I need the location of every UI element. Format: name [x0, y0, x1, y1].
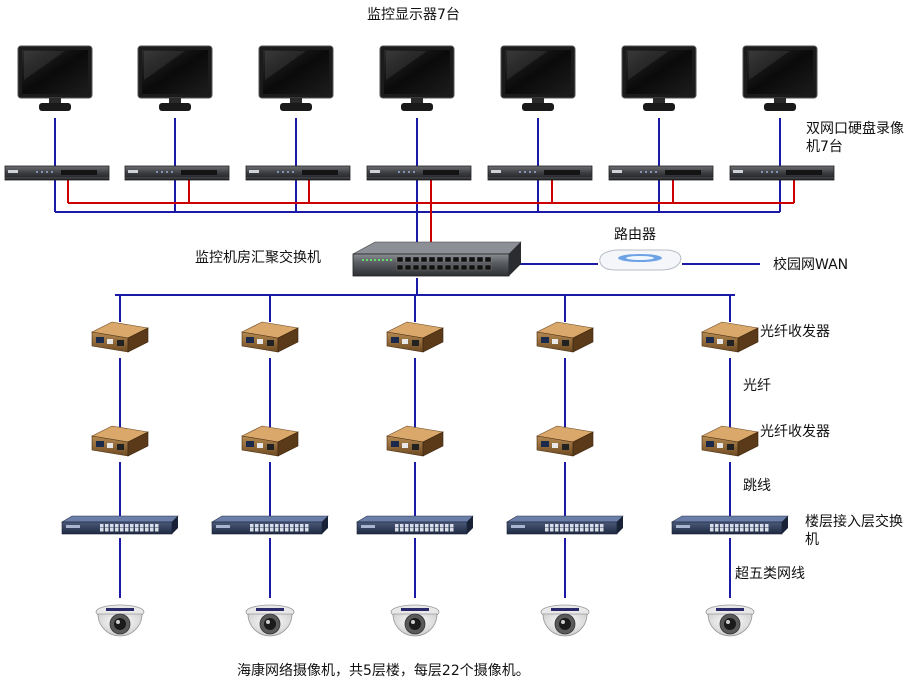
access-switch-icon: [355, 515, 474, 535]
dome-camera-icon: [390, 604, 440, 637]
dome-camera-icon: [705, 604, 755, 637]
router-label: 路由器: [614, 227, 656, 243]
dome-camera-icon: [540, 604, 590, 637]
fiber-transceiver-icon: [536, 321, 594, 353]
monitor-icon: [17, 45, 93, 111]
nvr-label: 双网口硬盘录像机7台: [806, 121, 904, 155]
router-icon: [599, 249, 682, 271]
fiber-transceiver-icon: [536, 425, 594, 457]
nvr-icon: [608, 165, 714, 181]
monitor-icon: [137, 45, 213, 111]
nvr-icon: [245, 165, 351, 181]
access-switch-icon: [505, 515, 624, 535]
transceiver-top-label: 光纤收发器: [760, 324, 830, 340]
dome-camera-icon: [95, 604, 145, 637]
nvr-icon: [729, 165, 835, 181]
patch-cable-label: 跳线: [743, 478, 771, 494]
core-switch-icon: [352, 241, 522, 277]
fiber-transceiver-icon: [241, 321, 299, 353]
fiber-transceiver-icon: [701, 425, 759, 457]
fiber-transceiver-icon: [701, 321, 759, 353]
nvr-icon: [4, 165, 110, 181]
devices: [4, 45, 835, 637]
access-switch-icon: [670, 515, 789, 535]
monitors-title: 监控显示器7台: [367, 7, 460, 23]
access-switch-icon: [60, 515, 179, 535]
fiber-transceiver-icon: [386, 425, 444, 457]
access-switch-icon: [210, 515, 329, 535]
monitor-icon: [742, 45, 818, 111]
cat5e-label: 超五类网线: [735, 566, 805, 582]
core-switch-label: 监控机房汇聚交换机: [195, 250, 321, 266]
monitor-icon: [258, 45, 334, 111]
wan-label: 校园网WAN: [773, 257, 849, 273]
fiber-transceiver-icon: [91, 321, 149, 353]
transceiver-bottom-label: 光纤收发器: [760, 424, 830, 440]
monitor-icon: [379, 45, 455, 111]
nvr-icon: [366, 165, 472, 181]
nvr-icon: [124, 165, 230, 181]
dome-camera-icon: [245, 604, 295, 637]
monitor-icon: [621, 45, 697, 111]
footer-caption: 海康网络摄像机，共5层楼，每层22个摄像机。: [237, 663, 530, 679]
fiber-transceiver-icon: [91, 425, 149, 457]
fiber-transceiver-icon: [241, 425, 299, 457]
fiber-transceiver-icon: [386, 321, 444, 353]
monitor-icon: [500, 45, 576, 111]
access-switch-label: 楼层接入层交换机: [805, 514, 903, 548]
links: [54, 118, 795, 598]
nvr-icon: [487, 165, 593, 181]
fiber-label: 光纤: [743, 378, 771, 394]
